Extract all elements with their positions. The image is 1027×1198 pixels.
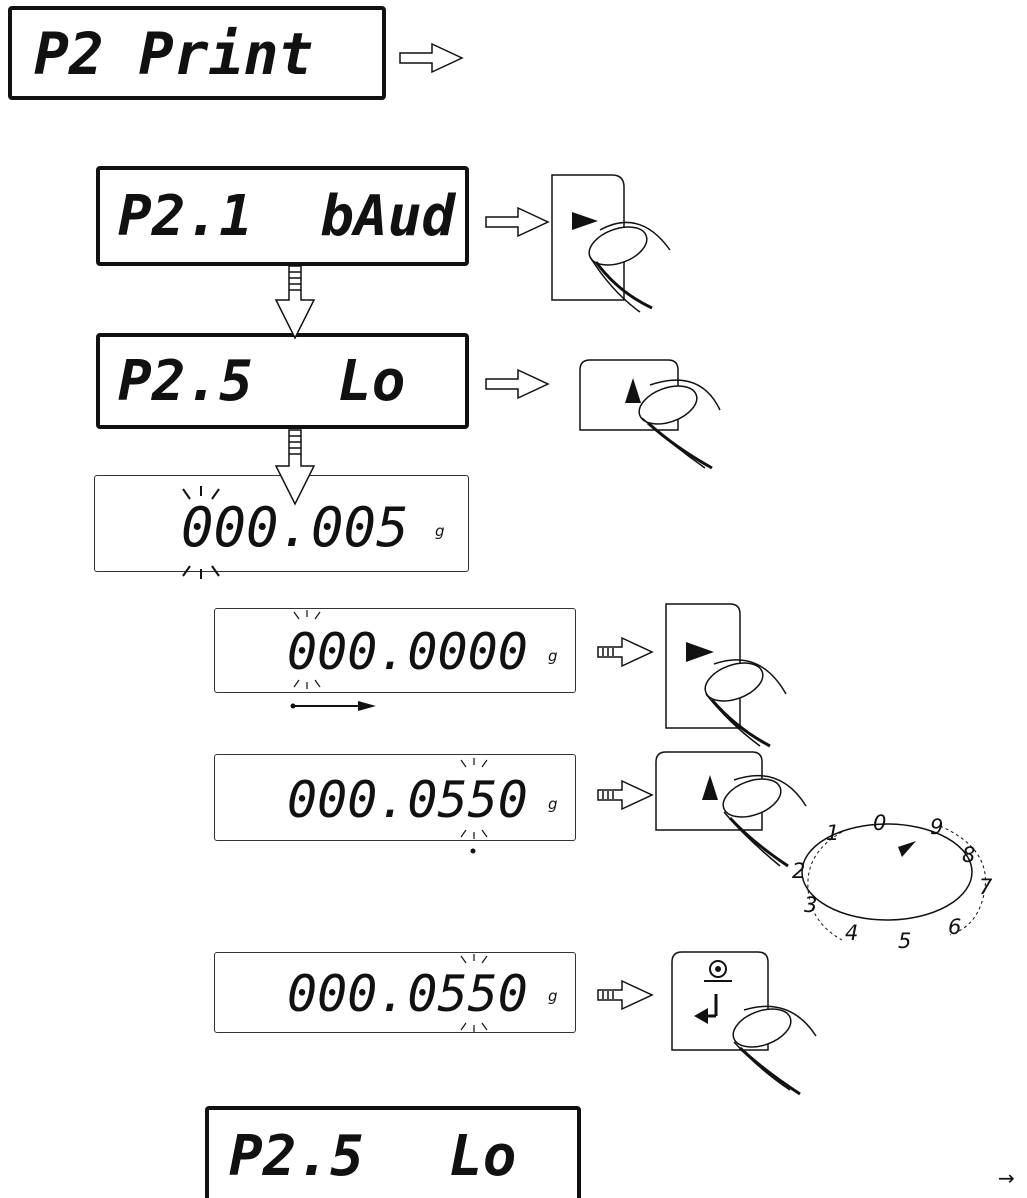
lcd-lo-parameter-code: P2.5: [118, 349, 253, 414]
right-arrow-icon: [399, 42, 654, 1011]
lcd-edit-mid-value: 000.0550: [287, 771, 528, 829]
finger-icon-1: [588, 221, 671, 313]
down-arrow-icon-1: [274, 265, 316, 340]
lcd-lo-initial-unit: g: [435, 522, 445, 540]
right-arrow-icon-baud: [485, 206, 550, 238]
cycle-digit-4: 4: [845, 921, 858, 945]
cycle-digit-1: 1: [826, 821, 839, 845]
lcd-baud: P2.1 bAud: [96, 166, 469, 266]
finger-icon-3: [704, 659, 787, 748]
cycle-loop: [801, 823, 973, 921]
lcd-edit-confirm-value: 000.0550: [287, 965, 528, 1023]
up-triangle-icon: [702, 775, 718, 800]
right-arrow-icon-lo: [485, 368, 550, 400]
lcd-edit-mid: 000.0550 g: [214, 754, 576, 841]
cycle-digit-3: 3: [804, 893, 817, 917]
cycle-digit-0: 0: [873, 811, 886, 835]
lcd-print-menu: P2 Print: [8, 6, 386, 100]
lcd-lo-initial-value: 000.005: [181, 496, 409, 559]
blink-marks: [182, 486, 488, 1032]
finger-icon: [588, 221, 817, 1096]
cycle-digit-5: 5: [898, 929, 911, 953]
finger-icon-2: [638, 379, 721, 470]
blink-icon-edit-mid: [460, 758, 488, 839]
lcd-final-code: P2.5: [229, 1124, 364, 1189]
lcd-lo-parameter-value: Lo: [338, 349, 406, 414]
enter-arrow-icon: [694, 994, 718, 1024]
cycle-digit-9: 9: [930, 815, 943, 839]
lcd-edit-confirm-unit: g: [548, 987, 558, 1005]
lcd-baud-text: P2.1 bAud: [118, 184, 456, 249]
right-arrow-icon-edit-start: [597, 636, 654, 668]
lcd-lo-parameter: P2.5 Lo: [96, 333, 469, 429]
blink-icon-edit-confirm: [460, 954, 488, 1032]
lcd-edit-start-value: 000.0000: [287, 623, 528, 681]
blink-icon-initial: [182, 486, 220, 579]
up-triangle-icon: [625, 378, 641, 403]
corner-arrow: →: [998, 1166, 1015, 1190]
right-arrow-icon-print: [399, 42, 464, 74]
lcd-edit-mid-unit: g: [548, 795, 558, 813]
down-arrow-stripes: [289, 271, 301, 455]
right-arrow-icon-edit-confirm: [597, 979, 654, 1011]
lcd-edit-start: 000.0000 g: [214, 608, 576, 693]
lcd-lo-initial: 000.005 g: [94, 475, 469, 572]
lcd-final: P2.5 Lo: [205, 1106, 581, 1198]
right-triangle-icon: [686, 642, 714, 662]
cycle-digit-6: 6: [948, 915, 961, 939]
blink-icon-edit-start: [293, 610, 321, 689]
lcd-print-menu-text: P2 Print: [34, 20, 314, 88]
right-arrow-icon-edit-mid: [597, 779, 654, 811]
right-triangle-icon: [572, 212, 598, 230]
decimal-dot: [470, 848, 476, 854]
cursor-move-arrow: [290, 701, 376, 711]
cycle-digit-8: 8: [962, 843, 975, 867]
arrow-tail-stripes: [602, 648, 614, 999]
finger-icon-5: [732, 1005, 817, 1096]
finger-icon-4: [722, 774, 807, 868]
lcd-edit-confirm: 000.0550 g: [214, 952, 576, 1033]
down-arrow-icon: [274, 265, 316, 506]
cycle-arrow-icon: [898, 841, 916, 857]
lcd-final-value: Lo: [449, 1124, 517, 1189]
cycle-digit-2: 2: [792, 859, 805, 883]
down-arrow-icon-2: [274, 429, 316, 506]
lcd-edit-start-unit: g: [548, 647, 558, 665]
cycle-digit-7: 7: [979, 875, 993, 899]
print-icon: [704, 960, 732, 982]
